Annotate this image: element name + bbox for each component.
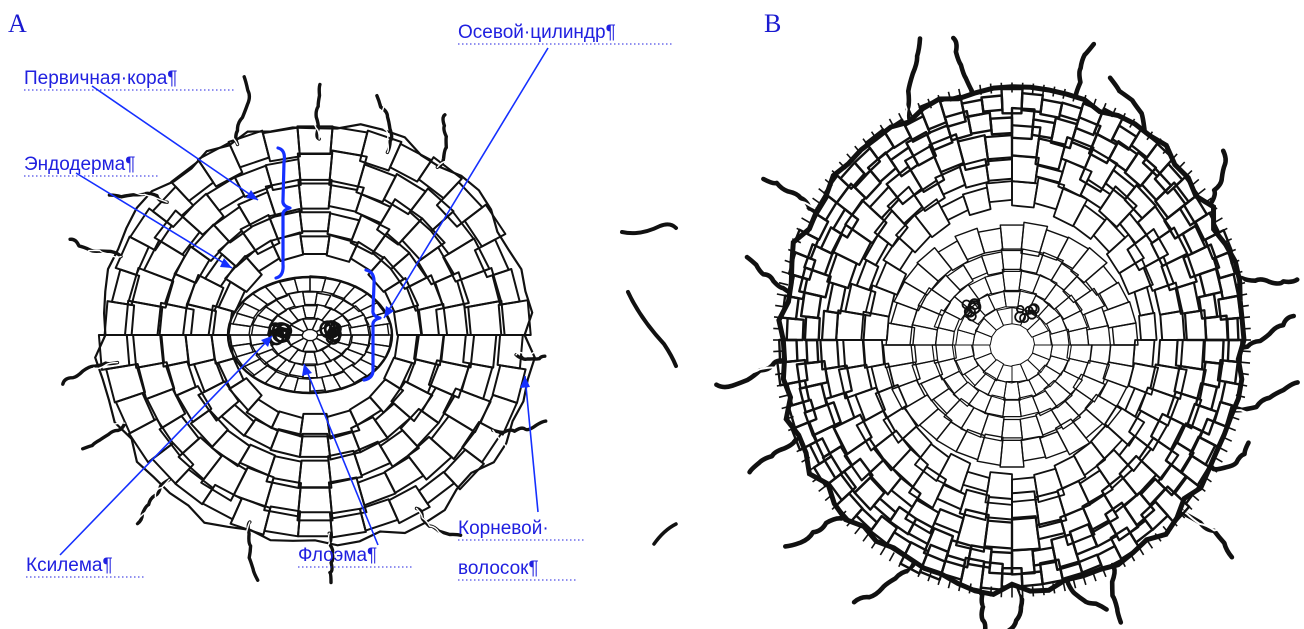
surface-spike <box>813 198 821 204</box>
root-hair-highlight <box>177 115 238 144</box>
root-hair <box>70 239 121 256</box>
label-endoderm: Эндодерма¶ <box>24 154 135 175</box>
label-root-hair-line2: волосок¶ <box>458 558 539 579</box>
xylem-center <box>276 329 284 337</box>
root-hair-highlight <box>757 193 821 216</box>
xylem-center <box>328 329 336 337</box>
root-hair <box>854 558 919 602</box>
surface-spike <box>1033 587 1034 597</box>
surface-spike <box>779 395 788 397</box>
surface-spike <box>889 552 894 561</box>
root-hair <box>437 115 446 168</box>
label-phloem: Флоэма¶ <box>298 545 377 566</box>
surface-spike <box>774 362 783 363</box>
label-axial-cylinder: Осевой·цилиндр¶ <box>458 22 616 43</box>
label-primary-cortex: Первичная·кора¶ <box>24 68 178 89</box>
panel-a-letter: A <box>8 9 27 38</box>
surface-spike <box>802 218 810 223</box>
cropped-hair-fragments <box>622 224 676 544</box>
surface-spike <box>1198 189 1206 195</box>
panel-a-diagram: A Первичная·кора¶ Эндод <box>8 9 676 583</box>
surface-spike <box>1241 362 1250 363</box>
root-hair <box>747 257 793 294</box>
surface-spike <box>1192 494 1199 500</box>
label-xylem: Ксилема¶ <box>26 555 113 576</box>
panel-b-letter: B <box>764 9 781 38</box>
label-root-hair-line1: Корневой· <box>458 518 549 539</box>
panel-b-diagram: B <box>713 9 1303 629</box>
surface-spike <box>819 485 827 491</box>
panel-b-root-body <box>773 83 1251 598</box>
root-hair-highlight <box>876 45 910 127</box>
surface-spike <box>1033 84 1034 94</box>
root-hair-highlight <box>1175 504 1246 533</box>
surface-spike <box>863 534 869 542</box>
surface-spike <box>1241 317 1250 318</box>
surface-spike <box>855 526 861 534</box>
surface-spike <box>777 294 786 296</box>
surface-spike <box>880 547 885 555</box>
surface-spike <box>991 84 992 94</box>
surface-spike <box>774 317 783 318</box>
surface-spike <box>991 587 992 597</box>
